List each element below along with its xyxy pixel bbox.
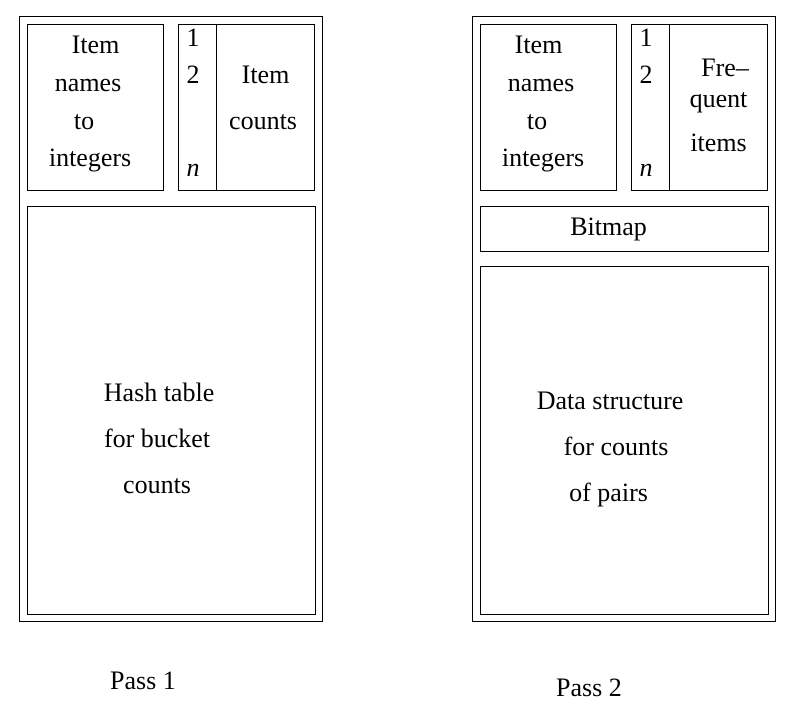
pass2-caption: Pass 2 — [556, 673, 622, 702]
pass2-index-1: 1 — [639, 23, 653, 52]
pass1-hash-line2: for bucket — [103, 424, 211, 453]
pass2-names-line1: Item — [514, 30, 563, 59]
pass2-item-names-box — [480, 24, 617, 191]
pass1-names-line3: to — [73, 106, 95, 135]
pass2-frequent-line1: Fre– — [701, 53, 749, 82]
pass1-index-1: 1 — [186, 23, 200, 52]
pass1-counts-line1: Item — [241, 60, 290, 89]
pass2-bitmap-box — [480, 206, 769, 252]
pass2-pairs-structure-box — [480, 266, 769, 615]
pass1-index-2: 2 — [186, 60, 200, 89]
pass2-frequent-line3: items — [690, 128, 747, 157]
pass2-pairs-line1: Data structure — [536, 386, 684, 415]
pass1-names-line2: names — [54, 68, 122, 97]
pass2-bitmap-label: Bitmap — [570, 212, 647, 241]
pass2-frequent-line2: quent — [689, 84, 748, 113]
pass2-index-column — [631, 24, 670, 191]
pass2-names-line2: names — [507, 68, 575, 97]
pass2-pairs-line2: for counts — [563, 432, 669, 461]
pass2-names-line4: integers — [501, 143, 585, 172]
pass1-caption: Pass 1 — [110, 666, 176, 695]
pass1-hash-table-box — [27, 206, 316, 615]
pass1-item-counts-box — [216, 24, 315, 191]
pass1-hash-line1: Hash table — [103, 378, 215, 407]
pass1-index-column — [178, 24, 217, 191]
pass2-names-line3: to — [526, 106, 548, 135]
pass2-pairs-line3: of pairs — [569, 478, 648, 507]
pass1-counts-line2: counts — [229, 106, 297, 135]
pass1-hash-line3: counts — [123, 470, 191, 499]
pass1-names-line4: integers — [48, 143, 132, 172]
pass1-names-line1: Item — [71, 30, 120, 59]
pass2-index-n: n — [639, 153, 653, 182]
pass1-index-n: n — [186, 153, 200, 182]
pass2-index-2: 2 — [639, 60, 653, 89]
pass1-item-names-box — [27, 24, 164, 191]
pass2-frequent-items-box — [669, 24, 768, 191]
